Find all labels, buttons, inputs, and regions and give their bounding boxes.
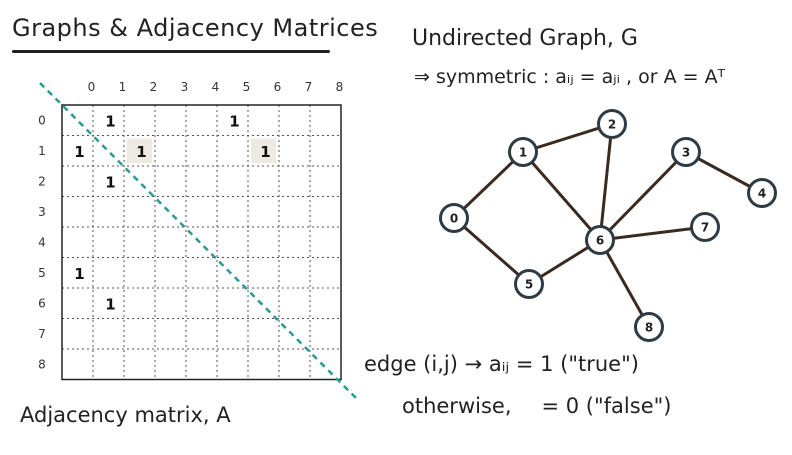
node-circle — [690, 212, 720, 242]
edge-rule: edge (i,j) → aᵢⱼ = 1 ("true") — [364, 352, 639, 376]
otherwise-value: = 0 ("false") — [541, 394, 672, 418]
matrix-col-label: 5 — [243, 80, 251, 94]
matrix-row-label: 2 — [38, 174, 46, 188]
matrix-col-label: 0 — [88, 80, 96, 94]
node-label: 1 — [519, 146, 527, 160]
matrix-diagonal — [39, 82, 357, 399]
matrix-row-label: 7 — [38, 327, 46, 341]
highlighted-cell — [251, 138, 276, 163]
adjacency-matrix: 0 1 2 3 4 5 6 7 8 0 1 2 3 4 5 6 7 8 1 1 1 1 1 1 1 1 — [38, 80, 357, 399]
graph-node: 4 — [747, 178, 777, 208]
node-label: 4 — [758, 187, 766, 201]
matrix-col-label: 2 — [150, 80, 158, 94]
otherwise-label: otherwise, — [402, 394, 512, 418]
node-label: 6 — [596, 234, 604, 248]
node-circle — [671, 137, 701, 167]
graph-edge — [598, 150, 688, 242]
graph-node: 6 — [585, 225, 615, 255]
matrix-row-label: 5 — [38, 266, 46, 280]
graph-node: 8 — [634, 312, 664, 342]
node-circle — [634, 312, 664, 342]
graph-edge — [521, 122, 614, 154]
title-underline — [12, 50, 330, 53]
node-circle — [597, 109, 627, 139]
matrix-border — [61, 104, 342, 381]
matrix-entry: 1 — [136, 143, 146, 161]
graph-edge — [598, 238, 651, 329]
matrix-entry: 1 — [229, 112, 239, 130]
node-label: 8 — [645, 321, 653, 335]
node-label: 7 — [701, 221, 709, 235]
matrix-entry: 1 — [105, 173, 115, 191]
node-circle — [514, 269, 544, 299]
graph-node: 2 — [597, 109, 627, 139]
matrix-row-label: 0 — [38, 113, 46, 127]
matrix-col-label: 7 — [305, 80, 313, 94]
matrix-entry: 1 — [260, 143, 270, 161]
matrix-row-label: 8 — [38, 357, 46, 371]
matrix-row-label: 4 — [38, 235, 46, 249]
matrix-row-label: 3 — [38, 205, 46, 219]
matrix-entry: 1 — [74, 265, 84, 283]
graph-node: 7 — [690, 212, 720, 242]
matrix-row-label: 1 — [38, 144, 46, 158]
matrix-entry: 1 — [105, 112, 115, 130]
matrix-col-label: 4 — [212, 80, 220, 94]
node-circle — [747, 178, 777, 208]
page-title: Graphs & Adjacency Matrices — [12, 14, 379, 42]
matrix-col-label: 6 — [274, 80, 282, 94]
graph-node: 0 — [439, 203, 469, 233]
matrix-entry: 1 — [105, 295, 115, 313]
graph-node: 3 — [671, 137, 701, 167]
matrix-caption: Adjacency matrix, A — [20, 403, 231, 427]
node-label: 2 — [608, 118, 616, 132]
matrix-col-label: 3 — [181, 80, 189, 94]
graph-edge — [452, 150, 525, 220]
matrix-row-label: 6 — [38, 296, 46, 310]
node-label: 3 — [682, 146, 690, 160]
node-circle — [585, 225, 615, 255]
undirected-graph: 0 1 2 3 4 5 6 7 8 — [439, 109, 777, 342]
graph-edge — [521, 150, 602, 242]
node-circle — [439, 203, 469, 233]
matrix-col-label: 8 — [336, 80, 344, 94]
graph-node: 1 — [508, 137, 538, 167]
node-circle — [508, 137, 538, 167]
otherwise-rule: otherwise, = 0 ("false") — [402, 394, 671, 418]
matrix-entry: 1 — [74, 143, 84, 161]
graph-title: Undirected Graph, G — [412, 26, 638, 51]
graph-edge — [598, 225, 707, 242]
matrix-col-label: 1 — [119, 80, 127, 94]
graph-node: 5 — [514, 269, 544, 299]
node-label: 0 — [450, 212, 458, 226]
node-label: 5 — [525, 278, 533, 292]
graph-edge — [598, 122, 614, 242]
graph-edge — [452, 216, 531, 286]
symmetry-note: ⇒ symmetric : aᵢⱼ = aⱼᵢ , or A = Aᵀ — [414, 66, 725, 88]
highlighted-cell — [127, 138, 152, 163]
